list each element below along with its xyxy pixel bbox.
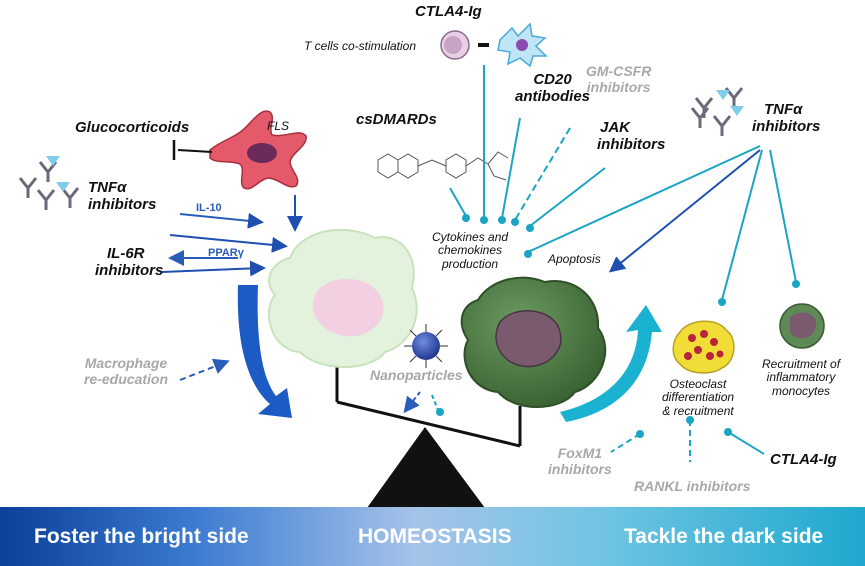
monocyte-icon [779,303,825,349]
balance-scale-icon [335,362,522,508]
nanoparticle-icon [404,324,448,368]
tnf-left-line2: inhibitors [88,195,157,213]
minus-sign [478,43,489,47]
gmcsfr-line2: inhibitors [586,78,651,95]
glucocorticoids-inhibition-line [172,140,213,160]
homeostasis-label: HOMEOSTASIS [358,525,512,548]
recruitment-line1: Recruitment of [762,357,841,371]
cytokines-label: Cytokines and chemokines production [432,230,509,271]
tnf-left-line1: TNFα [88,179,127,196]
foster-bright-side-label: Foster the bright side [34,525,249,548]
fls-cell-icon [209,110,307,190]
il6r-line2: inhibitors [95,261,164,279]
nanoparticles-label: Nanoparticles [370,367,463,383]
teal-connector-dots [436,214,800,438]
ctla4-top-label: CTLA4-Ig [415,3,482,20]
tnf-right-label: TNFα inhibitors [752,101,821,136]
antibody-icon [18,161,80,210]
t-cells-label: T cells co-stimulation [304,39,417,53]
jak-line1: JAK [600,119,631,136]
csdmards-label: csDMARDs [356,111,437,128]
osteoclast-line2: differentiation [662,390,735,405]
recruitment-line3: monocytes [772,383,831,398]
dark-macrophage [460,276,607,408]
teal-connectors [431,65,797,462]
cd20-line2: antibodies [515,87,591,105]
cytokines-line3: production [442,256,499,271]
fls-label: FLS [267,119,290,133]
jak-label: JAK inhibitors [597,119,666,154]
ctla4-bottom-label: CTLA4-Ig [770,451,837,468]
foxm1-line1: FoxM1 [557,445,603,461]
methotrexate-structure-icon [377,151,509,181]
osteoclast-icon [672,320,735,374]
recruitment-label: Recruitment of inflammatory monocytes [762,357,841,398]
antigen-icon [56,182,70,192]
ppar-label: PPARγ [208,247,244,259]
macrophage-line2: re-education [84,370,169,387]
osteoclast-line1: Osteoclast [669,377,727,391]
cytokines-line1: Cytokines and [432,230,509,244]
jak-line2: inhibitors [597,135,666,153]
osteoclast-line3: & recruitment [662,403,734,418]
bright-macrophage [267,228,418,368]
dendritic-cell-icon [497,22,548,68]
rankl-label: RANKL inhibitors [634,478,751,494]
t-cell-icon [440,30,470,60]
foxm1-line2: inhibitors [548,460,612,477]
antigen-icon [46,156,60,166]
cd20-label: CD20 antibodies [515,71,591,106]
foster-curved-arrow [237,285,292,418]
macrophage-reeducation-label: Macrophage re-education [84,355,169,387]
osteoclast-label: Osteoclast differentiation & recruitment [662,377,735,418]
recruitment-line2: inflammatory [766,370,836,385]
cytokines-line2: chemokines [438,243,503,258]
tnf-right-line1: TNFα [764,101,803,118]
gmcsfr-label: GM-CSFR inhibitors [586,63,652,95]
foxm1-label: FoxM1 inhibitors [548,445,612,477]
glucocorticoids-label: Glucocorticoids [75,119,190,136]
tnf-left-label: TNFα inhibitors [88,179,157,214]
antigen-icon [730,106,744,116]
bottom-gradient-bar [0,507,865,566]
tnf-right-line2: inhibitors [752,117,821,135]
apoptosis-label: Apoptosis [548,252,601,266]
blue-arrows [161,149,761,414]
tackle-curved-arrow [560,305,662,422]
il6r-line1: IL-6R [107,245,145,262]
antibody-icon [690,87,744,136]
il6r-label: IL-6R inhibitors [95,245,164,280]
gmcsfr-line1: GM-CSFR [586,63,652,79]
tackle-dark-side-label: Tackle the dark side [624,525,824,548]
il10-label: IL-10 [196,202,222,214]
antigen-icon [716,90,730,100]
cd20-line1: CD20 [533,71,572,88]
macrophage-line1: Macrophage [84,355,168,371]
